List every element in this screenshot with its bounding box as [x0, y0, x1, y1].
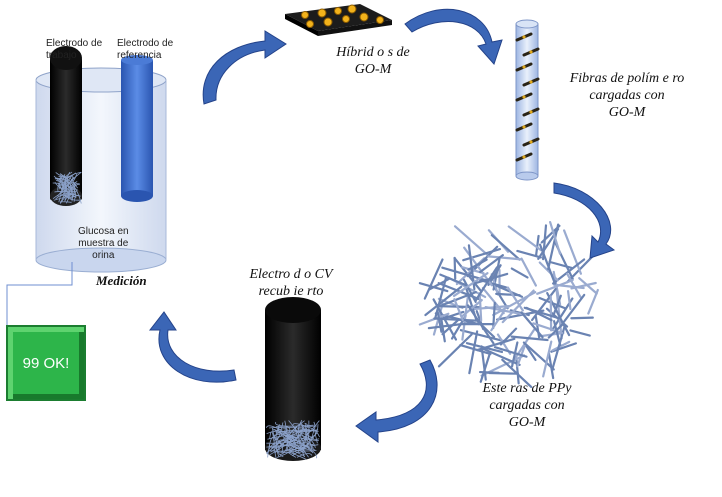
glucose-result-text: 99 OK! [23, 355, 70, 372]
arrow-mats-to-electrode [356, 360, 437, 442]
arrow-fibers-to-mats [554, 183, 614, 258]
gom-hybrids-label: Híbrid o s de GO-M [318, 44, 428, 78]
reference-electrode [121, 55, 153, 202]
coated-cv-electrode [265, 297, 321, 461]
arrow-measurement-to-hybrids [203, 31, 286, 104]
reference-electrode-label: Electrodo de referencia [117, 38, 173, 62]
connector-line [7, 262, 72, 326]
glucose-sample-label: Glucosa en muestra de orina [78, 226, 129, 262]
gom-hybrid-sheet [285, 4, 392, 36]
ppy-fiber-mat [420, 222, 598, 387]
working-electrode-label: Electrodo de trabajo [46, 38, 102, 62]
polymer-fiber [516, 20, 538, 180]
glucose-result-display: 99 OK! [6, 325, 86, 401]
polymer-fibers-label: Fibras de polím e ro cargadas con GO-M [552, 70, 702, 121]
arrow-electrode-to-measurement [150, 312, 236, 382]
ppy-mats-label: Este ras de PPy cargadas con GO-M [452, 380, 602, 431]
working-electrode [50, 46, 82, 206]
coated-electrode-label: Electro d o CV recub ie rto [236, 266, 346, 300]
measurement-label: Medición [96, 272, 147, 289]
